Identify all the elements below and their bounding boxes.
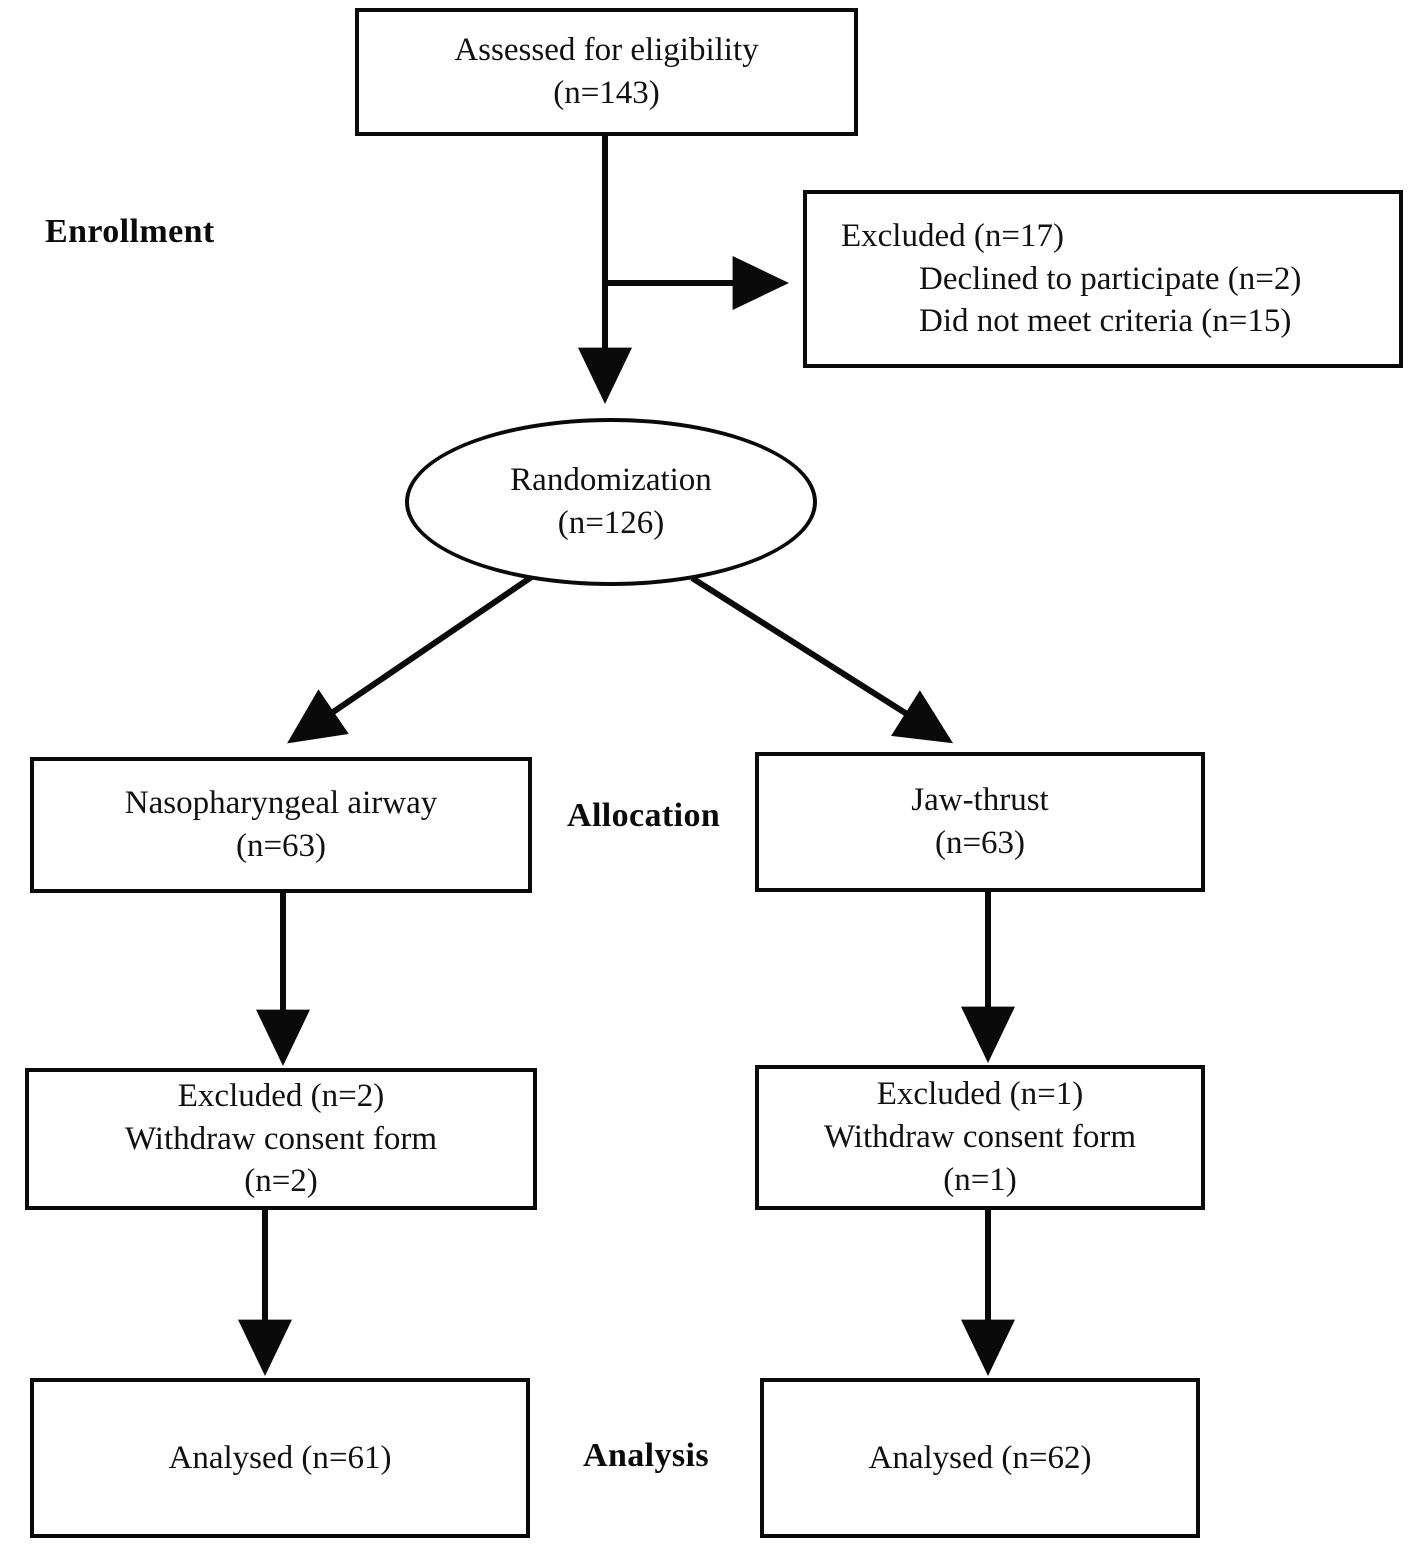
node-line: (n=63) — [934, 825, 1026, 861]
node-line: (n=1) — [943, 1161, 1017, 1198]
node-line: Did not meet criteria (n=15) — [919, 303, 1292, 340]
node-assessed-for-eligibility: Assessed for eligibility (n=143) — [355, 8, 858, 136]
node-line: Excluded (n=1) — [876, 1076, 1084, 1113]
node-allocation-jaw-thrust: Jaw-thrust (n=63) — [755, 752, 1205, 892]
node-line: Declined to participate (n=2) — [919, 260, 1302, 297]
stage-label-enrollment: Enrollment — [45, 213, 215, 250]
node-line: Jaw-thrust — [911, 782, 1049, 819]
node-line: Analysed (n=61) — [168, 1439, 392, 1476]
stage-label-analysis: Analysis — [583, 1437, 710, 1474]
node-line: Excluded (n=2) — [177, 1077, 385, 1114]
node-line: Randomization — [510, 462, 712, 499]
connector-randomization-to-allocation-left — [287, 573, 535, 744]
node-analysed-jaw-thrust: Analysed (n=62) — [760, 1378, 1200, 1538]
node-excluded-jaw-thrust: Excluded (n=1) Withdraw consent form (n=… — [755, 1065, 1205, 1210]
node-line: (n=2) — [244, 1163, 318, 1200]
node-line: Analysed (n=62) — [868, 1439, 1092, 1476]
node-analysed-nasopharyngeal-airway: Analysed (n=61) — [30, 1378, 530, 1538]
node-excluded-enrollment: Excluded (n=17) Declined to participate … — [803, 190, 1403, 368]
node-line: Excluded (n=17) — [841, 217, 1064, 254]
node-line: (n=63) — [235, 828, 327, 864]
node-line: (n=143) — [553, 75, 660, 111]
node-line: Withdraw consent form — [823, 1119, 1137, 1156]
stage-label-allocation: Allocation — [567, 797, 721, 834]
node-randomization: Randomization (n=126) — [405, 418, 817, 586]
connector-randomization-to-allocation-right — [690, 575, 954, 744]
node-excluded-nasopharyngeal-airway: Excluded (n=2) Withdraw consent form (n=… — [25, 1068, 537, 1210]
node-line: (n=126) — [557, 505, 665, 541]
node-allocation-nasopharyngeal-airway: Nasopharyngeal airway (n=63) — [30, 757, 532, 893]
node-line: Assessed for eligibility — [454, 32, 759, 69]
node-line: Nasopharyngeal airway — [124, 785, 438, 822]
node-line: Withdraw consent form — [124, 1120, 438, 1157]
